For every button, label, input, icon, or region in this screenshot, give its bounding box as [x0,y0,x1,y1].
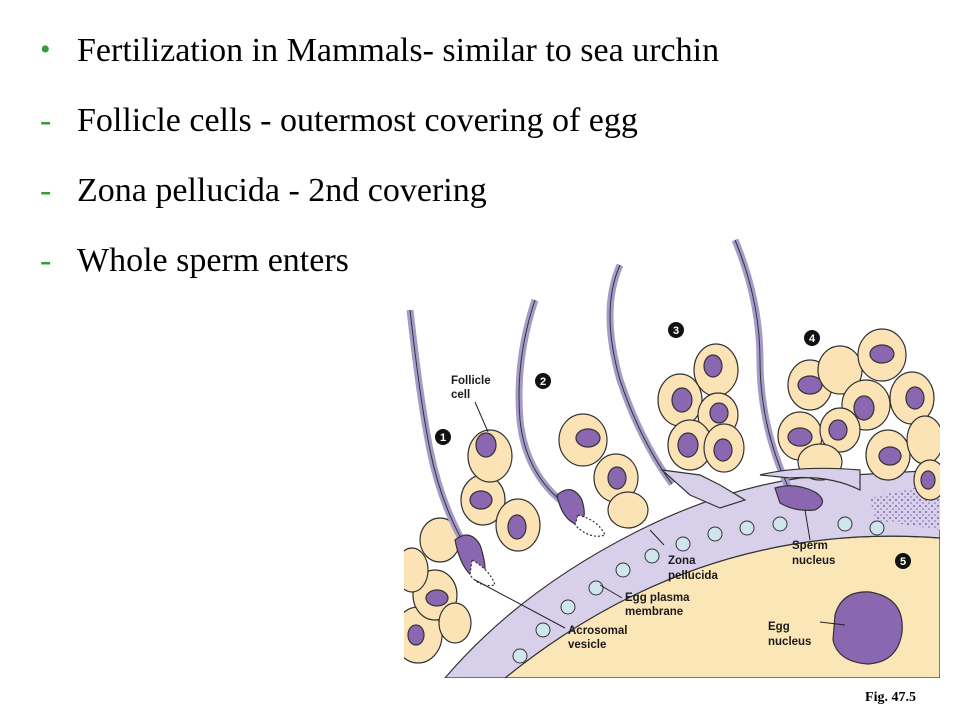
label-acrosomal-vesicle: vesicle [568,639,606,651]
bullet-list: • Fertilization in Mammals- similar to s… [40,32,719,312]
bullet-item: - Zona pellucida - 2nd covering [40,172,719,242]
label-zona-pellucida: Zona [668,555,696,567]
step-number: 4 [809,333,816,345]
label-follicle-cell: cell [451,389,470,401]
step-marker [804,330,820,346]
follicle-cells [404,328,940,664]
label-sperm-nucleus: Sperm [792,540,828,552]
step-number: 2 [540,376,546,388]
egg-nucleus [832,591,903,665]
bullet-marker: • [40,33,51,66]
bullet-item: - Whole sperm enters [40,242,719,312]
bullet-item: - Follicle cells - outermost covering of… [40,102,719,172]
zona-pellucida [444,469,940,678]
dash-marker: - [40,242,52,279]
dash-marker: - [40,102,52,139]
bullet-text: Follicle cells - outermost covering of e… [77,102,638,139]
bullet-item: • Fertilization in Mammals- similar to s… [40,32,719,102]
step-marker [435,429,451,445]
bullet-text: Whole sperm enters [77,242,349,279]
label-zona-pellucida: pellucida [668,570,718,582]
label-egg-plasma-membrane: membrane [625,606,683,618]
sperm-heads [454,467,861,587]
bullet-text: Fertilization in Mammals- similar to sea… [77,32,720,69]
step-markers: 1 2 3 4 5 [435,322,911,569]
label-egg-nucleus: Egg [768,621,790,633]
step-number: 1 [440,432,446,444]
step-number: 3 [673,325,679,337]
step-number: 5 [900,556,906,568]
label-follicle-cell: Follicle [451,375,491,387]
bullet-text: Zona pellucida - 2nd covering [77,172,487,209]
sperm-tails [406,238,796,542]
label-sperm-nucleus: nucleus [792,555,835,567]
fertilization-diagram: 1 2 3 4 5 Follicle cell Zona pellucida E… [404,238,940,678]
dash-marker: - [40,172,52,209]
step-marker [895,553,911,569]
label-pointers [474,401,846,629]
step-marker [535,373,551,389]
label-egg-nucleus: nucleus [768,636,811,648]
cortical-granules [512,516,885,664]
label-acrosomal-vesicle: Acrosomal [568,625,627,637]
figure-label: Fig. 47.5 [865,690,916,705]
label-egg-plasma-membrane: Egg plasma [625,592,690,604]
step-marker [668,322,684,338]
